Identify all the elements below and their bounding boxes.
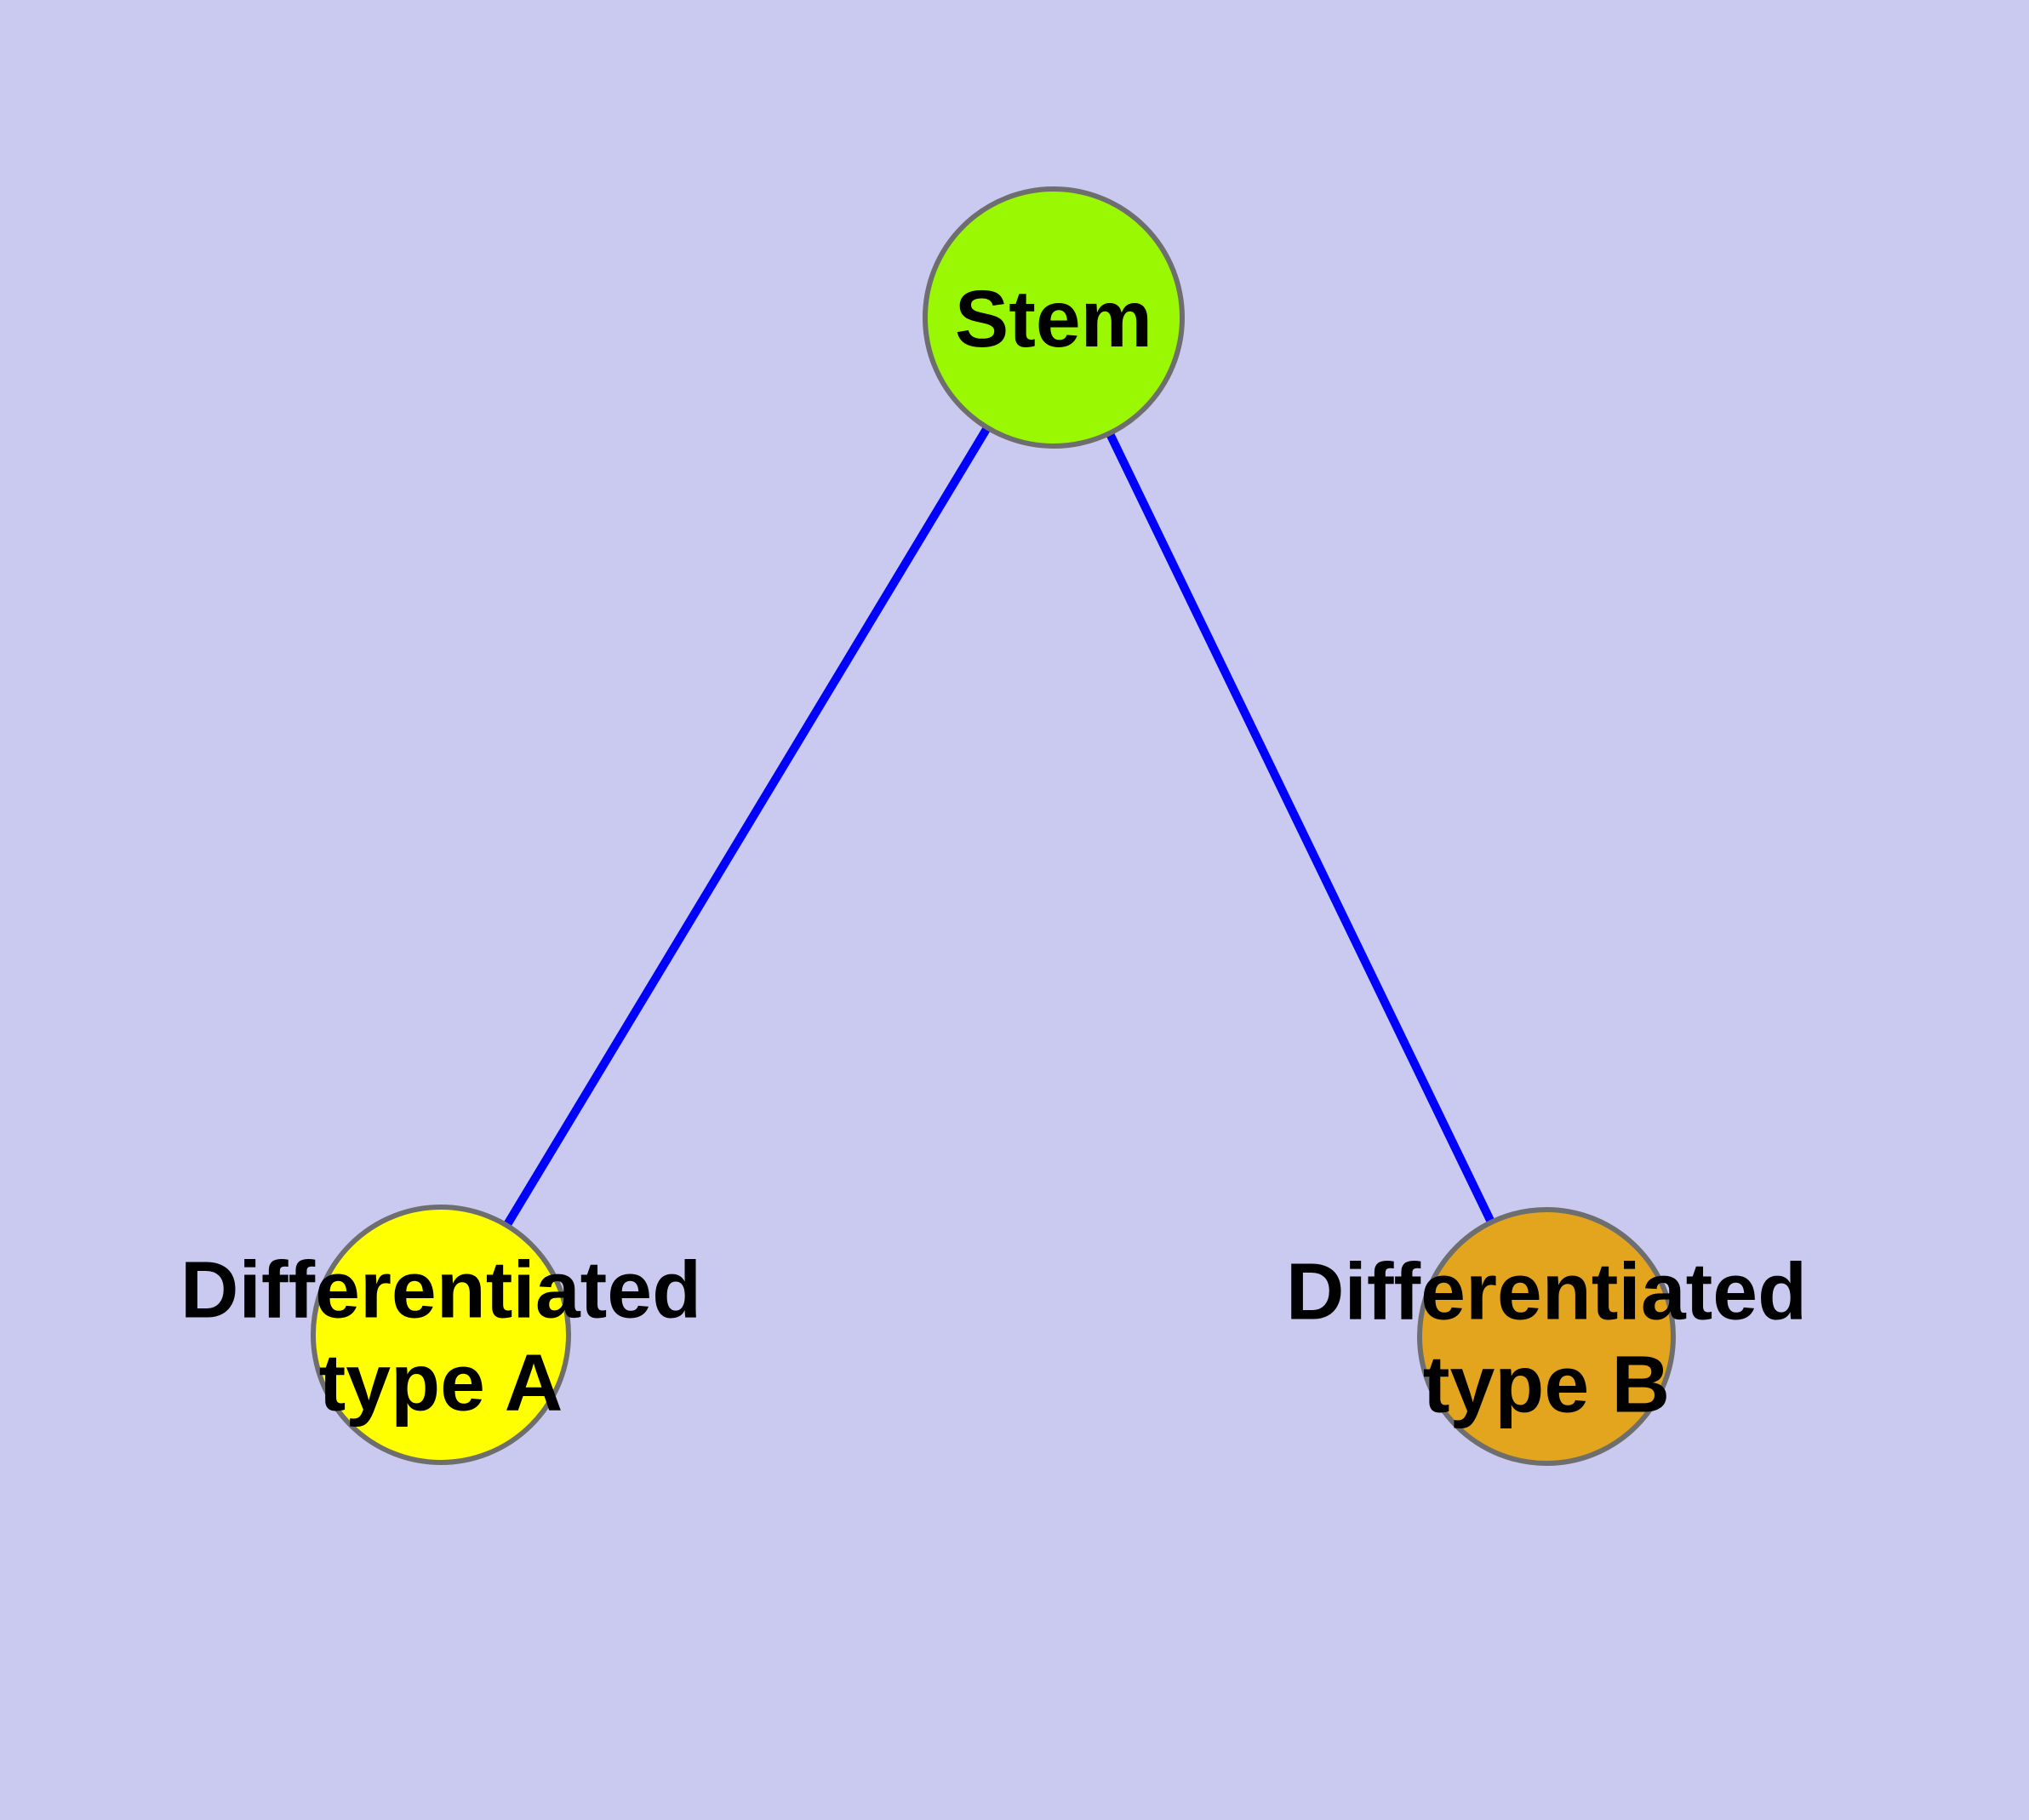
node-label-line: Differentiated	[180, 1245, 701, 1336]
node-stem	[923, 186, 1185, 449]
edge-stem-to-differentiated-type-a	[437, 315, 1058, 1337]
node-label-line: type B	[1423, 1340, 1670, 1430]
node-differentiated-type-b	[1417, 1207, 1676, 1466]
node-label-line: Stem	[955, 274, 1152, 364]
node-label-line: type A	[319, 1338, 563, 1428]
node-label-line: Differentiated	[1286, 1247, 1807, 1337]
node-label-stem: Stem	[955, 274, 1152, 364]
edge-stem-to-differentiated-type-b	[1049, 315, 1551, 1339]
node-differentiated-type-a	[311, 1205, 571, 1465]
